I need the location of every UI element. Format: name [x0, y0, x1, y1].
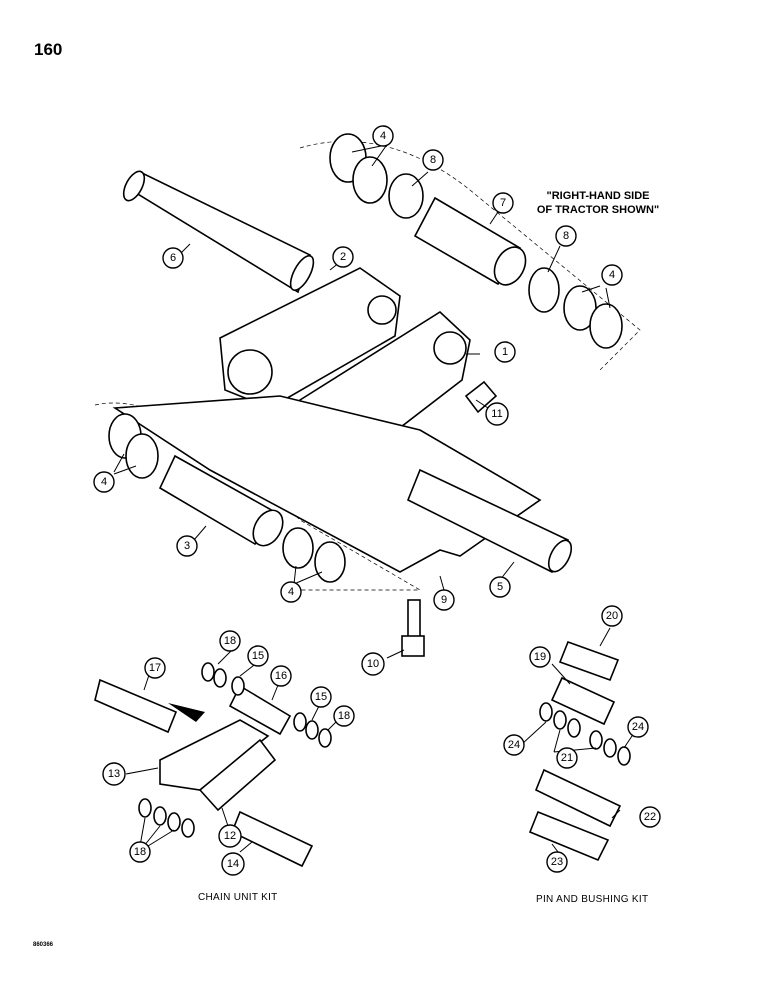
svg-text:17: 17: [149, 662, 161, 674]
pin-part-5: [406, 468, 573, 574]
callout-11: 11: [485, 402, 509, 426]
seal-rings-lower-right: [282, 527, 346, 583]
figure-code: 860366: [33, 942, 54, 948]
callout-18-b: 18: [333, 705, 355, 727]
svg-text:20: 20: [606, 610, 618, 622]
svg-text:18: 18: [134, 846, 146, 858]
callout-4-top: 4: [372, 125, 394, 147]
svg-text:18: 18: [338, 710, 350, 722]
callout-14: 14: [221, 852, 245, 876]
callout-17: 17: [144, 657, 166, 679]
svg-text:6: 6: [170, 252, 176, 264]
callout-24-b: 24: [627, 716, 649, 738]
callout-21: 21: [556, 747, 578, 769]
svg-text:15: 15: [252, 650, 264, 662]
svg-text:21: 21: [561, 752, 573, 764]
page-number: 160: [34, 40, 63, 59]
callout-13: 13: [102, 762, 126, 786]
svg-text:23: 23: [551, 856, 563, 868]
chain-unit-kit-parts: [94, 662, 332, 868]
svg-text:9: 9: [441, 594, 447, 606]
callout-15-a: 15: [247, 645, 269, 667]
callout-20: 20: [601, 605, 623, 627]
bolt-part-10: [401, 599, 425, 657]
svg-text:4: 4: [101, 476, 107, 488]
svg-text:24: 24: [508, 739, 520, 751]
shoe-plate-part-9: [112, 395, 542, 573]
callout-6: 6: [162, 247, 184, 269]
pin-bushing-kit-label: PIN AND BUSHING KIT: [536, 894, 649, 905]
nut-part-11: [464, 380, 498, 414]
svg-text:4: 4: [288, 586, 294, 598]
svg-text:19: 19: [534, 651, 546, 663]
svg-text:14: 14: [227, 858, 239, 870]
callout-8-right: 8: [555, 225, 577, 247]
callout-19: 19: [529, 646, 551, 668]
svg-text:16: 16: [275, 670, 287, 682]
callout-2: 2: [332, 246, 354, 268]
svg-text:2: 2: [340, 251, 346, 263]
link-part-2: [219, 267, 401, 409]
svg-text:8: 8: [430, 154, 436, 166]
svg-text:13: 13: [108, 768, 120, 780]
callout-1: 1: [494, 341, 516, 363]
svg-text:4: 4: [380, 130, 386, 142]
callout-4-bottom: 4: [280, 581, 302, 603]
callout-12: 12: [218, 824, 242, 848]
callout-3: 3: [176, 535, 198, 557]
leader-lines: [113, 145, 637, 853]
callout-7: 7: [492, 192, 514, 214]
callout-5: 5: [489, 576, 511, 598]
callout-18-c: 18: [129, 841, 151, 863]
callout-18-a: 18: [219, 630, 241, 652]
callout-15-b: 15: [310, 686, 332, 708]
svg-text:5: 5: [497, 581, 503, 593]
svg-text:10: 10: [367, 658, 379, 670]
seal-rings-upper: [329, 133, 424, 219]
callout-9: 9: [433, 589, 455, 611]
svg-text:4: 4: [609, 269, 615, 281]
callout-4-right: 4: [601, 264, 623, 286]
callout-22: 22: [639, 806, 661, 828]
svg-text:22: 22: [644, 811, 656, 823]
shaft-part-6: [122, 170, 315, 294]
callout-4-left: 4: [93, 471, 115, 493]
svg-text:24: 24: [632, 721, 644, 733]
svg-text:7: 7: [500, 197, 506, 209]
pin-bushing-kit-parts: [528, 640, 631, 862]
chain-unit-kit-label: CHAIN UNIT KIT: [198, 892, 278, 903]
orientation-note: "RIGHT-HAND SIDE OF TRACTOR SHOWN": [536, 190, 660, 216]
callout-10: 10: [361, 652, 385, 676]
callout-16: 16: [270, 665, 292, 687]
svg-text:18: 18: [224, 635, 236, 647]
svg-text:11: 11: [491, 408, 502, 420]
svg-text:15: 15: [315, 691, 327, 703]
bushing-part-3: [158, 454, 284, 547]
callout-24-a: 24: [503, 734, 525, 756]
svg-text:3: 3: [184, 540, 190, 552]
seal-rings-right: [528, 267, 623, 349]
svg-text:8: 8: [563, 230, 569, 242]
assembly-outline-upper: [299, 141, 641, 371]
callout-8-top: 8: [422, 149, 444, 171]
bushing-part-7: [413, 196, 527, 286]
svg-text:12: 12: [224, 830, 236, 842]
callout-23: 23: [546, 851, 568, 873]
svg-text:1: 1: [502, 346, 508, 358]
